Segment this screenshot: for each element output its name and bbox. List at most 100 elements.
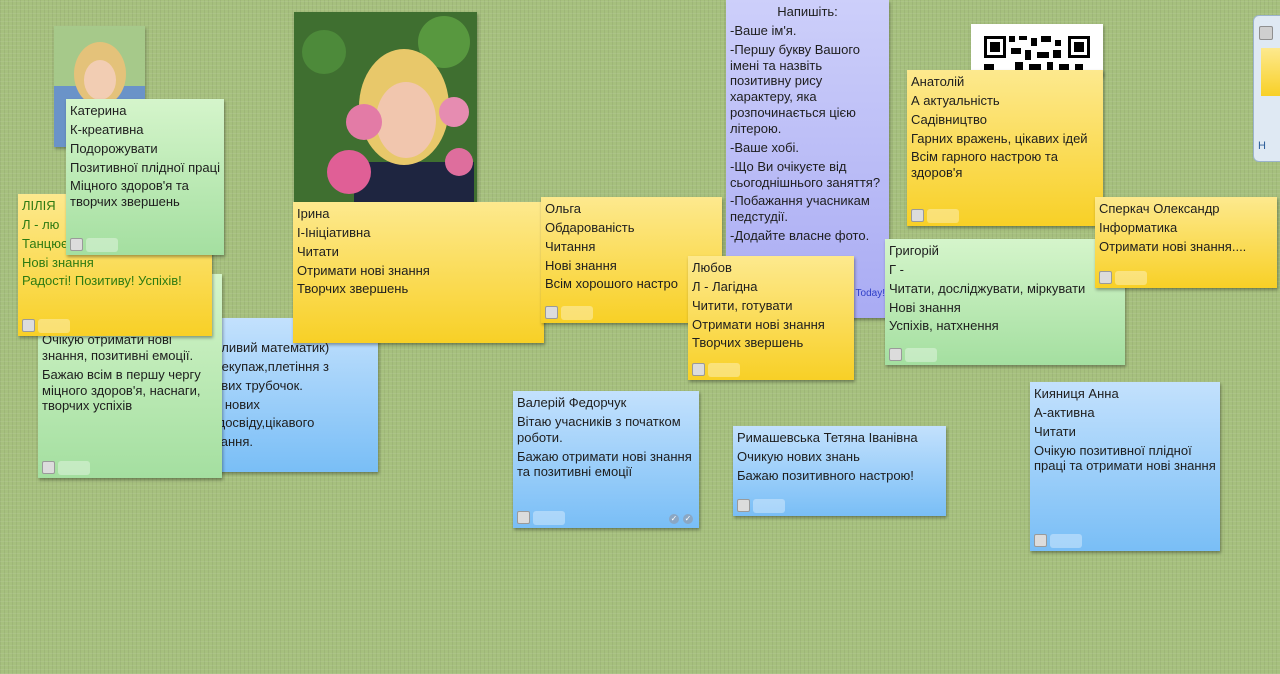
note-lyubov[interactable]: Любов Л - Лагідна Читити, готувати Отрим… <box>688 256 854 380</box>
note-line: Читати, досліджувати, міркувати <box>889 280 1086 296</box>
note-valeriy[interactable]: Валерій Федорчук Вітаю учасників з почат… <box>513 391 699 528</box>
note-line: Валерій Федорчук <box>517 395 627 410</box>
note-line: Григорій <box>889 243 939 258</box>
note-line: К-креативна <box>70 121 144 137</box>
note-rymashevska[interactable]: Римашевська Тетяна Іванівна Очикую нових… <box>733 426 946 516</box>
note-line: Очікую позитивної плідної праці та отрим… <box>1034 442 1216 474</box>
avatar-icon <box>1259 26 1273 40</box>
note-line: А-активна <box>1034 404 1095 420</box>
padlet-mark <box>753 499 785 513</box>
avatar-icon <box>737 499 750 512</box>
note-kateryna[interactable]: Катерина К-креативна Подорожувати Позити… <box>66 99 224 255</box>
note-footer <box>517 509 577 525</box>
avatar-icon <box>70 238 83 251</box>
note-blue-left[interactable]: йливий математик) декупаж,плетіння з ови… <box>210 318 378 472</box>
note-line: ових трубочок. <box>214 377 303 393</box>
padlet-mark <box>38 319 70 333</box>
note-line: Радості! Позитиву! Успіхів! <box>22 273 182 289</box>
instructions-line: -Що Ви очікуєте від сьогоднішнього занят… <box>730 158 881 190</box>
note-line: Садівництво <box>911 111 987 127</box>
instructions-line: -Побажання учасникам педстудії. <box>730 193 870 225</box>
note-line: Читати <box>1034 423 1076 439</box>
padlet-mark <box>533 511 565 525</box>
note-iryna[interactable]: Ірина І-Ініціативна Читати Отримати нові… <box>293 202 544 343</box>
note-line: Нові знання <box>22 254 94 270</box>
note-anatoliy[interactable]: Анатолій А актуальність Садівництво Гарн… <box>907 70 1103 226</box>
note-line: Танцює <box>22 235 68 251</box>
side-panel[interactable]: Н <box>1253 15 1280 162</box>
note-footer <box>692 361 752 377</box>
note-line: Ольга <box>545 201 582 216</box>
note-footer <box>42 459 102 475</box>
padlet-mark <box>905 348 937 362</box>
note-footer <box>22 317 82 333</box>
panel-note-preview <box>1261 48 1280 96</box>
note-line: Катерина <box>70 103 127 118</box>
note-line: Любов <box>692 260 732 275</box>
note-line: Л - лю <box>22 216 60 232</box>
avatar-icon <box>889 348 902 361</box>
note-line: Очікую отримати нові знання, позитивні е… <box>42 332 194 363</box>
note-footer <box>545 304 605 320</box>
note-kiyanytsia[interactable]: Кияниця Анна А-активна Читати Очікую поз… <box>1030 382 1220 551</box>
note-line: Отримати нові знання.... <box>1099 238 1247 254</box>
note-footer <box>1034 532 1094 548</box>
note-line: йливий математик) <box>214 340 330 355</box>
padlet-mark <box>1115 271 1147 285</box>
instructions-title: Напишіть: <box>777 4 838 19</box>
note-line: Бажаю позитивного настрою! <box>737 467 914 483</box>
note-line: Всім хорошого настро <box>545 276 678 292</box>
note-line: Римашевська Тетяна Іванівна <box>737 430 918 445</box>
panel-label[interactable]: Н <box>1258 140 1266 152</box>
note-line: Анатолій <box>911 74 965 89</box>
note-hryhoriy[interactable]: Григорій Г - Читати, досліджувати, мірку… <box>885 239 1125 365</box>
note-line: Отримати нові знання <box>297 262 430 278</box>
note-line: Кияниця Анна <box>1034 386 1119 401</box>
note-line: Успіхів, натхнення <box>889 318 999 334</box>
note-line: Очикую нових знань <box>737 448 860 464</box>
qr-code <box>971 24 1103 76</box>
avatar-icon <box>911 209 924 222</box>
note-line: Позитивної плідної праці <box>70 159 220 175</box>
instructions-line: -Ваше ім'я. <box>730 22 797 38</box>
note-line: Вітаю учасників з початком роботи. <box>517 413 681 445</box>
note-line: Отримати нові знання <box>692 316 825 332</box>
padlet-mark <box>86 238 118 252</box>
avatar-icon <box>517 511 530 524</box>
instructions-line: -Додайте власне фото. <box>730 228 870 244</box>
note-line: Л - Лагідна <box>692 278 758 294</box>
padlet-mark <box>561 306 593 320</box>
padlet-mark <box>1050 534 1082 548</box>
note-line: Творчих звершень <box>692 335 804 351</box>
note-line: вання. <box>214 434 253 450</box>
avatar-icon <box>22 319 35 332</box>
check-icon[interactable]: ✓ <box>683 514 693 524</box>
avatar-icon <box>42 461 55 474</box>
note-sperkach[interactable]: Сперкач Олександр Інформатика Отримати н… <box>1095 197 1277 288</box>
note-line: Творчих звершень <box>297 281 409 297</box>
note-footer <box>70 236 130 252</box>
note-line: Читання <box>545 238 596 254</box>
note-line: І-Ініціативна <box>297 224 371 240</box>
avatar-icon <box>692 363 705 376</box>
avatar-icon <box>1099 271 1112 284</box>
check-icon[interactable]: ✓ <box>669 514 679 524</box>
note-line: Гарних вражень, цікавих ідей <box>911 130 1088 146</box>
note-line: Подорожувати <box>70 140 158 156</box>
note-line: Читати <box>297 243 339 259</box>
instructions-line: -Ваше хобі. <box>730 139 800 155</box>
note-footer <box>911 207 971 223</box>
note-footer <box>737 497 797 513</box>
note-line: ,досвіду,цікавого <box>214 415 315 431</box>
note-line: А актуальність <box>911 92 1000 108</box>
note-line: Міцного здоров'я та творчих звершень <box>70 178 189 210</box>
note-line: декупаж,плетіння з <box>214 358 329 374</box>
today-tag: Today! <box>855 287 885 299</box>
avatar-icon <box>545 306 558 319</box>
padlet-mark <box>708 363 740 377</box>
note-line: Г - <box>889 261 904 277</box>
note-line: Обдарованість <box>545 219 635 235</box>
note-line: Ірина <box>297 206 330 221</box>
note-line: Бажаю отримати нові знання та позитивні … <box>517 448 692 480</box>
note-footer <box>889 346 949 362</box>
